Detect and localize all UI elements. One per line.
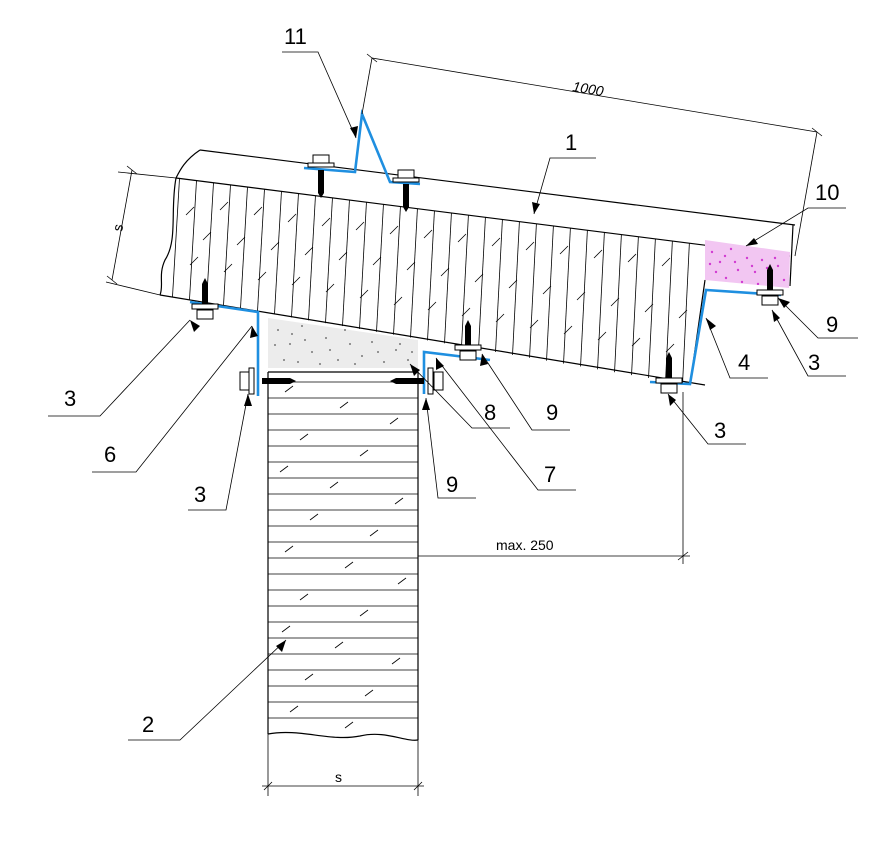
screw-bottom-right xyxy=(655,352,683,394)
label-9-middle: 9 xyxy=(546,400,558,425)
screw-far-right xyxy=(756,264,784,306)
sandwich-panel xyxy=(159,149,796,386)
dimension-max-250: max. 250 xyxy=(418,392,690,564)
screw-bottom-left xyxy=(191,278,219,320)
label-2: 2 xyxy=(142,712,154,737)
label-11: 11 xyxy=(284,24,307,49)
screw-wall-right xyxy=(390,367,444,395)
dimension-max-250-text: max. 250 xyxy=(496,537,554,553)
sealant-filling xyxy=(705,240,790,288)
label-6: 6 xyxy=(104,442,116,467)
dimension-s-left-text: s xyxy=(109,223,126,233)
leaders xyxy=(48,51,858,741)
label-1: 1 xyxy=(565,130,577,155)
label-3-left: 3 xyxy=(64,386,76,411)
label-3-lower-left: 3 xyxy=(194,482,206,507)
screw-wall-left xyxy=(239,367,296,395)
screw-top-left xyxy=(307,154,335,198)
dimension-1000-text: 1000 xyxy=(572,78,606,99)
wall-panel xyxy=(267,371,419,741)
label-8: 8 xyxy=(484,400,496,425)
screw-bottom-mid xyxy=(454,320,482,361)
panel-core-hatch xyxy=(171,178,691,385)
screw-top-right xyxy=(392,169,420,212)
dimension-s-bottom: s xyxy=(262,734,424,796)
label-3-far-right: 3 xyxy=(808,350,820,375)
dimension-1000: 1000 xyxy=(361,53,823,257)
label-10: 10 xyxy=(815,180,839,205)
arrowheads xyxy=(190,126,790,652)
dimension-s-left: s xyxy=(105,165,177,296)
fasteners xyxy=(191,154,784,395)
dimension-s-bottom-text: s xyxy=(335,769,342,785)
label-4: 4 xyxy=(738,350,750,375)
label-9-lower: 9 xyxy=(446,472,458,497)
label-7: 7 xyxy=(544,462,556,487)
label-9-far-right: 9 xyxy=(826,312,838,337)
insulation-fill xyxy=(268,318,418,368)
label-3-right: 3 xyxy=(714,418,726,443)
